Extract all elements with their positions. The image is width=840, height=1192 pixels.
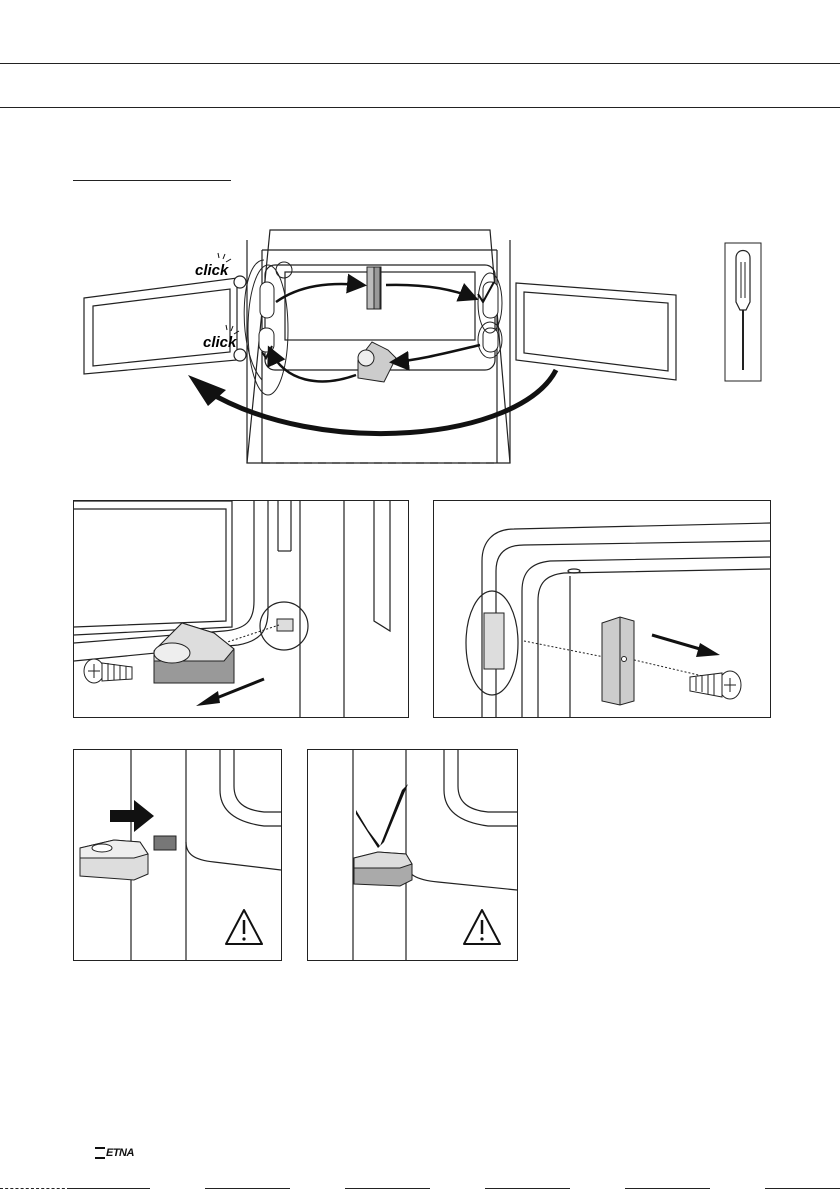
header-rule-top	[0, 63, 840, 64]
hinge-insert-panel	[73, 749, 282, 961]
click-label-top: click	[195, 262, 229, 279]
warning-icon	[226, 910, 262, 944]
hinge-removal-panel	[73, 500, 409, 718]
header-rule-bottom	[0, 107, 840, 108]
hinge-socket-icon	[154, 836, 176, 850]
brand-logo: ETNA	[95, 1147, 134, 1159]
footer-rule-2	[70, 1188, 150, 1189]
door-catch-icon	[602, 617, 634, 705]
screwdriver-icon	[725, 243, 761, 381]
footer-rule-3	[205, 1188, 290, 1189]
logo-mark-icon	[95, 1147, 105, 1159]
footer-rule-4	[345, 1188, 430, 1189]
check-icon	[356, 784, 408, 848]
footer-rule-1	[0, 1188, 70, 1189]
hinge-icon	[354, 852, 412, 886]
door-catch-icon	[367, 267, 381, 309]
footer-rule-7	[765, 1188, 840, 1189]
footer-rule-6	[625, 1188, 710, 1189]
section-heading-underline	[73, 180, 231, 181]
hinge-socket-icon	[277, 619, 293, 631]
door-catch-removal-panel	[433, 500, 771, 718]
hinge-icon	[80, 840, 148, 880]
screw-icon	[84, 659, 132, 683]
door-catch-socket-icon	[484, 613, 504, 669]
left-oven-door	[84, 276, 246, 374]
logo-text: ETNA	[106, 1147, 134, 1159]
right-oven-door	[516, 283, 676, 380]
footer-rule-5	[485, 1188, 570, 1189]
click-label-bottom: click	[203, 334, 237, 351]
hinge-installed-panel	[307, 749, 518, 961]
hinge-icon	[154, 623, 234, 683]
warning-icon	[464, 910, 500, 944]
